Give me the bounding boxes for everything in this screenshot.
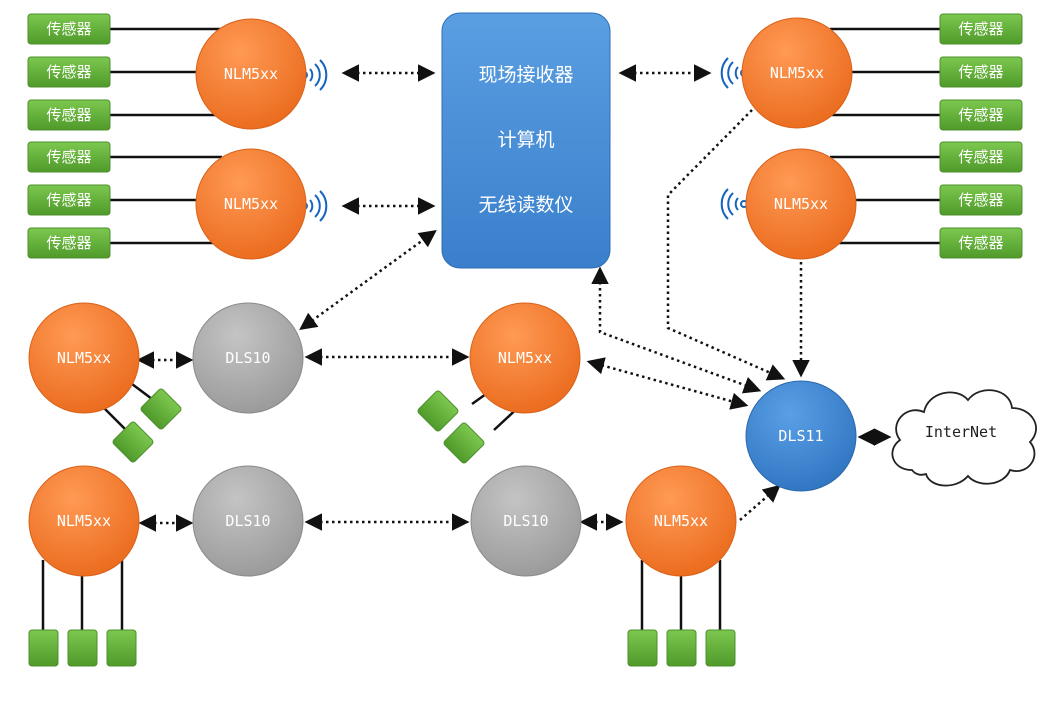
sensor-block: [67, 629, 98, 667]
field-receiver-hub: 现场接收器 计算机 无线读数仪: [441, 12, 611, 269]
svg-text:NLM5xx: NLM5xx: [224, 65, 278, 83]
svg-text:传感器: 传感器: [958, 20, 1003, 38]
sensor-box: 传感器: [27, 13, 111, 45]
svg-text:NLM5xx: NLM5xx: [224, 195, 278, 213]
sensor-blocks: [28, 388, 736, 667]
svg-text:传感器: 传感器: [958, 63, 1003, 81]
svg-text:传感器: 传感器: [46, 191, 91, 209]
nlm-node: NLM5xx: [28, 302, 140, 414]
svg-text:传感器: 传感器: [958, 148, 1003, 166]
svg-text:传感器: 传感器: [958, 191, 1003, 209]
sensor-box: 传感器: [27, 227, 111, 259]
nlm-node: NLM5xx: [469, 302, 581, 414]
communication-links: [136, 64, 892, 532]
svg-text:NLM5xx: NLM5xx: [654, 512, 708, 530]
sensor-group-left-top: 传感器 传感器 传感器: [27, 13, 111, 131]
sensor-box: 传感器: [27, 184, 111, 216]
svg-text:传感器: 传感器: [958, 106, 1003, 124]
svg-text:传感器: 传感器: [46, 63, 91, 81]
nlm-node: NLM5xx: [195, 148, 307, 260]
sensor-group-right-bottom: 传感器 传感器 传感器: [939, 141, 1023, 259]
wireless-icon: [720, 188, 748, 220]
sensor-block: [140, 388, 182, 430]
dls11-node: DLS11: [745, 380, 857, 492]
dls10-node: DLS10: [192, 302, 304, 414]
wireless-icon: [300, 190, 328, 222]
sensor-box: 传感器: [939, 13, 1023, 45]
dls10-node: DLS10: [470, 465, 582, 577]
svg-text:NLM5xx: NLM5xx: [774, 195, 828, 213]
nlm-node: NLM5xx: [195, 18, 307, 130]
sensor-box: 传感器: [27, 99, 111, 131]
nlm-node: NLM5xx: [741, 17, 853, 129]
svg-text:DLS10: DLS10: [225, 512, 270, 530]
svg-text:NLM5xx: NLM5xx: [57, 349, 111, 367]
svg-text:DLS10: DLS10: [503, 512, 548, 530]
svg-text:传感器: 传感器: [46, 148, 91, 166]
sensor-block: [106, 629, 137, 667]
svg-text:DLS10: DLS10: [225, 349, 270, 367]
sensor-box: 传感器: [939, 141, 1023, 173]
sensor-block: [627, 629, 658, 667]
sensor-block: [417, 390, 459, 432]
internet-cloud-icon: InterNet: [891, 389, 1037, 487]
svg-text:传感器: 传感器: [46, 234, 91, 252]
svg-text:NLM5xx: NLM5xx: [770, 64, 824, 82]
sensor-block: [666, 629, 697, 667]
dls10-node: DLS10: [192, 465, 304, 577]
sensor-box: 传感器: [939, 184, 1023, 216]
sensor-box: 传感器: [27, 141, 111, 173]
hub-label-receiver: 现场接收器: [478, 64, 573, 86]
sensor-box: 传感器: [939, 227, 1023, 259]
sensor-wires: [41, 27, 940, 635]
nlm-node: NLM5xx: [745, 148, 857, 260]
sensor-group-right-top: 传感器 传感器 传感器: [939, 13, 1023, 131]
internet-label: InterNet: [925, 423, 997, 441]
sensor-block: [443, 422, 485, 464]
svg-text:传感器: 传感器: [958, 234, 1003, 252]
nlm-node: NLM5xx: [28, 465, 140, 577]
nlm-node: NLM5xx: [625, 465, 737, 577]
svg-text:NLM5xx: NLM5xx: [498, 349, 552, 367]
sensor-box: 传感器: [939, 99, 1023, 131]
sensor-block: [705, 629, 736, 667]
hub-label-reader: 无线读数仪: [478, 194, 573, 216]
sensor-group-left-bottom: 传感器 传感器 传感器: [27, 141, 111, 259]
svg-text:DLS11: DLS11: [778, 427, 823, 445]
hub-label-computer: 计算机: [497, 129, 554, 151]
svg-text:传感器: 传感器: [46, 106, 91, 124]
sensor-block: [112, 421, 154, 463]
sensor-box: 传感器: [27, 56, 111, 88]
svg-text:NLM5xx: NLM5xx: [57, 512, 111, 530]
sensor-box: 传感器: [939, 56, 1023, 88]
svg-text:传感器: 传感器: [46, 20, 91, 38]
sensor-block: [28, 629, 59, 667]
